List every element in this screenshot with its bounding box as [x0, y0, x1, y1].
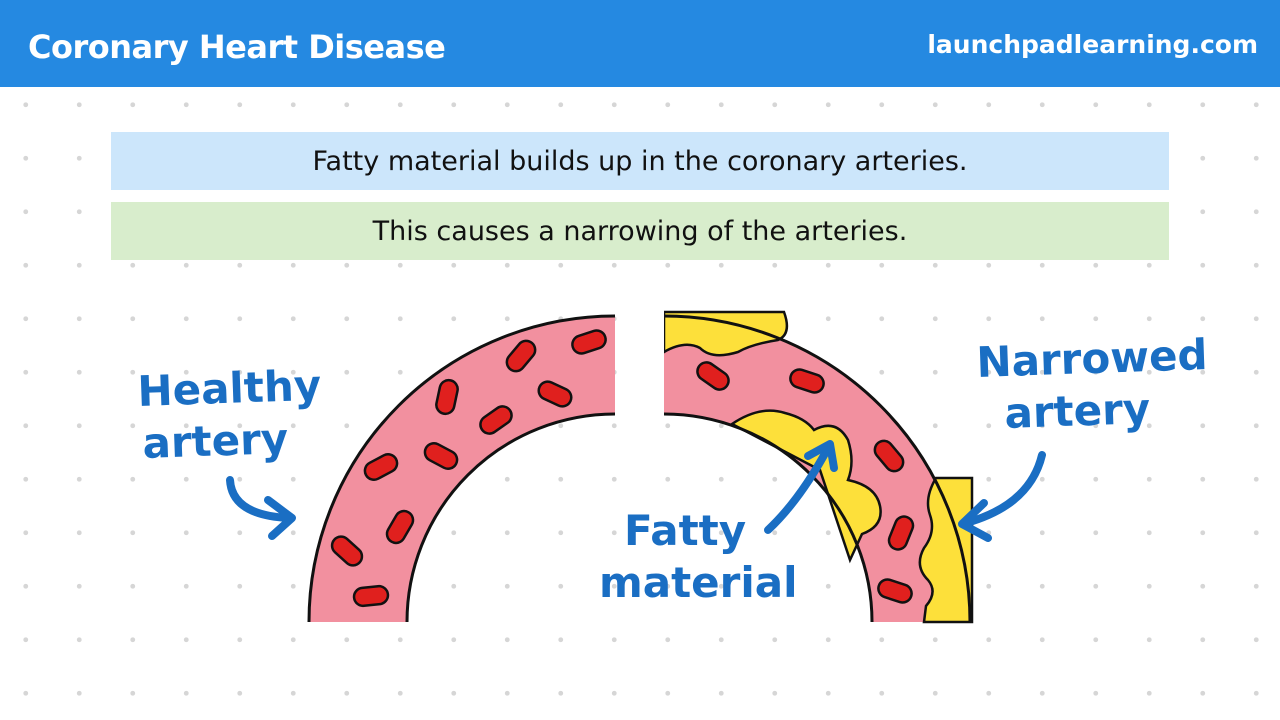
healthy-artery [307, 314, 616, 623]
fatty-label-line1: Fatty [624, 506, 746, 555]
narrowed-arrow-icon [962, 451, 1046, 527]
blood-cell [363, 452, 399, 482]
fatty-deposit-outer [918, 476, 974, 624]
healthy-label-line1: Healthy [137, 361, 322, 416]
healthy-annotation: Healthy artery [137, 361, 322, 540]
narrowed-blood-cells [696, 361, 915, 604]
blood-cell [479, 405, 513, 435]
healthy-artery-wall [309, 316, 615, 622]
fact-banner-2: This causes a narrowing of the arteries. [111, 202, 1169, 260]
narrowed-label-line1: Narrowed [976, 330, 1209, 387]
blood-cell [435, 378, 459, 416]
fatty-arrow-icon [764, 444, 832, 534]
fatty-deposit-top [664, 310, 789, 357]
narrowed-label-line2: artery [1004, 384, 1151, 438]
header-bar: Coronary Heart Disease launchpadlearning… [0, 0, 1280, 87]
narrowed-annotation: Narrowed artery [958, 330, 1209, 542]
blood-cell [537, 380, 573, 408]
blood-cell [789, 368, 825, 394]
fatty-label-line2: material [599, 558, 798, 607]
blood-cell [352, 584, 390, 608]
blood-cell [571, 329, 607, 355]
blood-cell [330, 535, 364, 567]
fatty-deposit-inner [729, 409, 882, 564]
blood-cell [385, 509, 415, 545]
healthy-arrow-icon [226, 476, 292, 522]
fact-banner-1: Fatty material builds up in the coronary… [111, 132, 1169, 190]
page-title: Coronary Heart Disease [28, 28, 446, 66]
blood-cell [877, 578, 913, 604]
blood-cell [423, 441, 459, 471]
healthy-label-line2: artery [142, 414, 289, 468]
site-name: launchpadlearning.com [927, 30, 1258, 59]
blood-cell [873, 439, 905, 473]
blood-cell [887, 515, 915, 551]
blood-cell [696, 361, 730, 391]
blood-cell [505, 339, 537, 373]
fatty-annotation: Fatty material [599, 440, 838, 607]
healthy-blood-cells [330, 329, 607, 608]
